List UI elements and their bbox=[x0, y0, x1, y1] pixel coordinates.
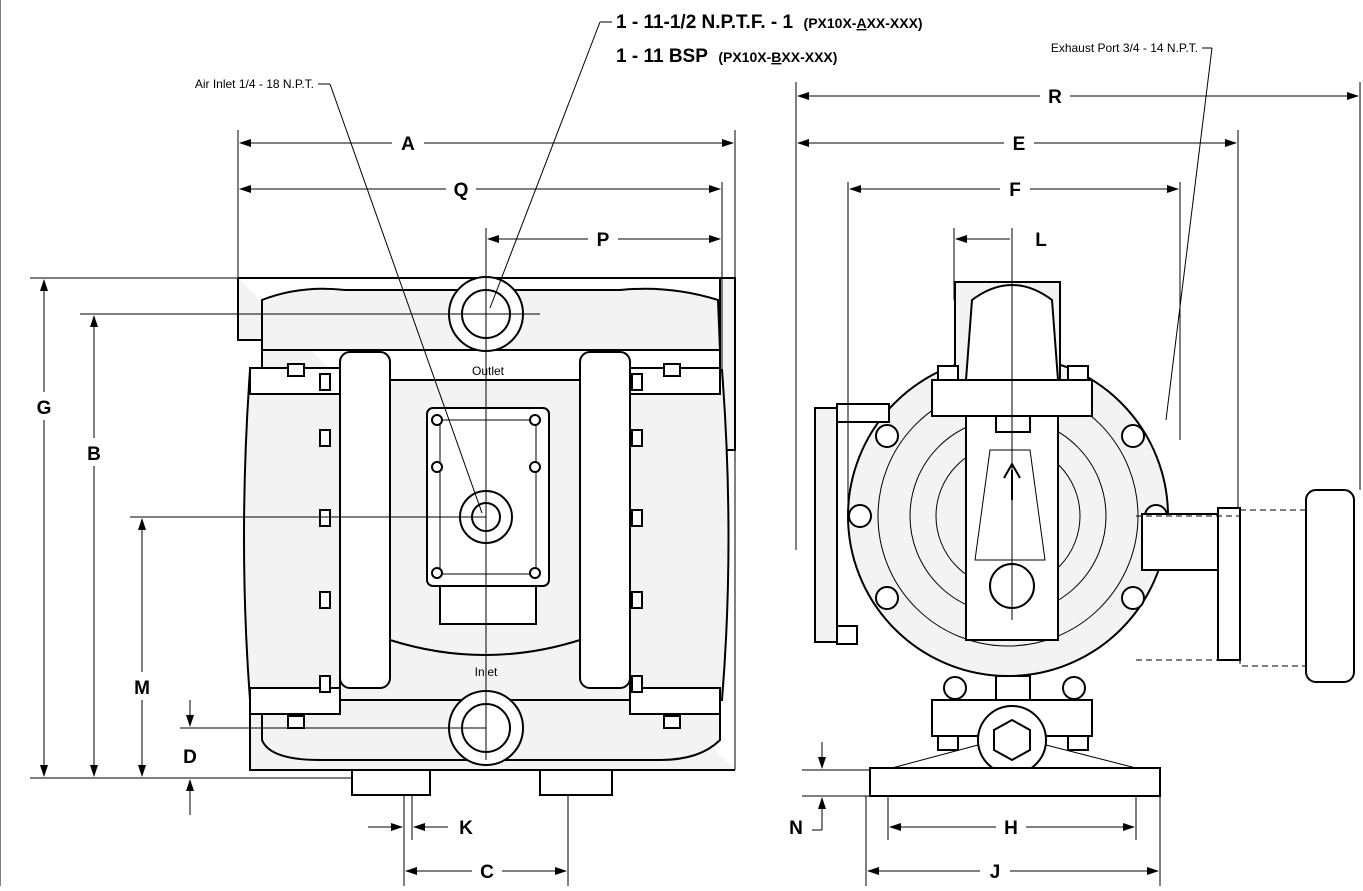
front-bolts bbox=[287, 363, 681, 729]
side-strap-waist bbox=[974, 449, 1046, 561]
side-muffler-body bbox=[1239, 509, 1307, 667]
port-size-line-2: 1 - 11 BSP (PX10X-BXX-XXX) bbox=[616, 46, 837, 67]
exhaust-leader bbox=[1165, 47, 1213, 421]
dim-P: P bbox=[487, 230, 721, 251]
dim-J: J bbox=[867, 862, 1159, 883]
dim-label-F: F bbox=[1009, 180, 1021, 201]
side-exhaust-adapter bbox=[1141, 513, 1221, 571]
front-extension-lines bbox=[30, 130, 736, 886]
front-leaders bbox=[318, 21, 612, 514]
side-muffler-cap bbox=[1305, 489, 1355, 683]
side-clamp-bolts bbox=[937, 365, 1089, 751]
dim-E: E bbox=[797, 134, 1237, 155]
dim-label-A: A bbox=[401, 134, 415, 155]
dim-label-P: P bbox=[597, 230, 610, 251]
dim-label-R: R bbox=[1048, 87, 1062, 108]
air-valve-inner bbox=[439, 419, 537, 575]
right-fluid-cover bbox=[629, 369, 730, 701]
dim-label-E: E bbox=[1013, 134, 1026, 155]
inlet-label: Inlet bbox=[475, 665, 498, 679]
side-air-cap-bottom bbox=[836, 625, 858, 645]
left-fluid-cover bbox=[243, 369, 341, 701]
dim-L: L bbox=[955, 230, 1047, 251]
dim-label-K: K bbox=[459, 818, 473, 839]
left-diaphragm-ring bbox=[339, 351, 391, 689]
air-valve-base bbox=[439, 585, 537, 625]
dim-F: F bbox=[849, 180, 1179, 201]
side-base-struts bbox=[891, 744, 1137, 769]
side-inlet-hex bbox=[993, 718, 1031, 762]
dim-label-M: M bbox=[134, 678, 150, 699]
dim-label-C: C bbox=[480, 862, 494, 883]
dim-M: M bbox=[134, 518, 150, 777]
dim-N: N bbox=[789, 742, 826, 839]
outlet-label: Outlet bbox=[472, 364, 505, 378]
port-size-line-1: 1 - 11-1/2 N.P.T.F. - 1 (PX10X-AXX-XXX) bbox=[616, 12, 923, 33]
dim-label-N: N bbox=[789, 818, 803, 839]
dim-A: A bbox=[239, 134, 734, 155]
dim-G: G bbox=[37, 279, 52, 777]
valve-plate-screws bbox=[431, 414, 541, 579]
dim-C: C bbox=[405, 862, 567, 883]
front-left-foot bbox=[351, 769, 431, 796]
dim-B: B bbox=[87, 315, 101, 777]
side-muffler-nut bbox=[1217, 507, 1241, 661]
side-extension-lines bbox=[795, 82, 1361, 886]
side-air-section-left bbox=[814, 407, 838, 643]
port-size-callout: 1 - 11-1/2 N.P.T.F. - 1 (PX10X-AXX-XXX) … bbox=[616, 12, 923, 67]
dim-D: D bbox=[183, 700, 197, 815]
dim-K: K bbox=[368, 818, 473, 839]
dim-Q: Q bbox=[239, 180, 721, 201]
right-diaphragm-ring bbox=[579, 351, 631, 689]
dim-label-D: D bbox=[183, 747, 197, 768]
dim-label-L: L bbox=[1035, 230, 1047, 251]
air-inlet-note: Air Inlet 1/4 - 18 N.P.T. bbox=[195, 77, 314, 91]
front-right-foot bbox=[539, 769, 613, 796]
side-base-plate bbox=[869, 767, 1161, 797]
dim-label-J: J bbox=[990, 862, 1001, 883]
dim-R: R bbox=[797, 87, 1359, 108]
dim-H: H bbox=[889, 818, 1135, 839]
side-air-cap-top bbox=[836, 403, 890, 423]
right-bottom-clamp bbox=[629, 687, 721, 715]
dim-label-B: B bbox=[87, 444, 101, 465]
dim-label-Q: Q bbox=[454, 180, 469, 201]
exhaust-port-note: Exhaust Port 3/4 - 14 N.P.T. bbox=[1051, 41, 1198, 55]
side-inlet-fitting bbox=[977, 705, 1047, 775]
dim-label-G: G bbox=[37, 398, 52, 419]
dim-label-H: H bbox=[1004, 818, 1018, 839]
side-view bbox=[814, 281, 1355, 797]
